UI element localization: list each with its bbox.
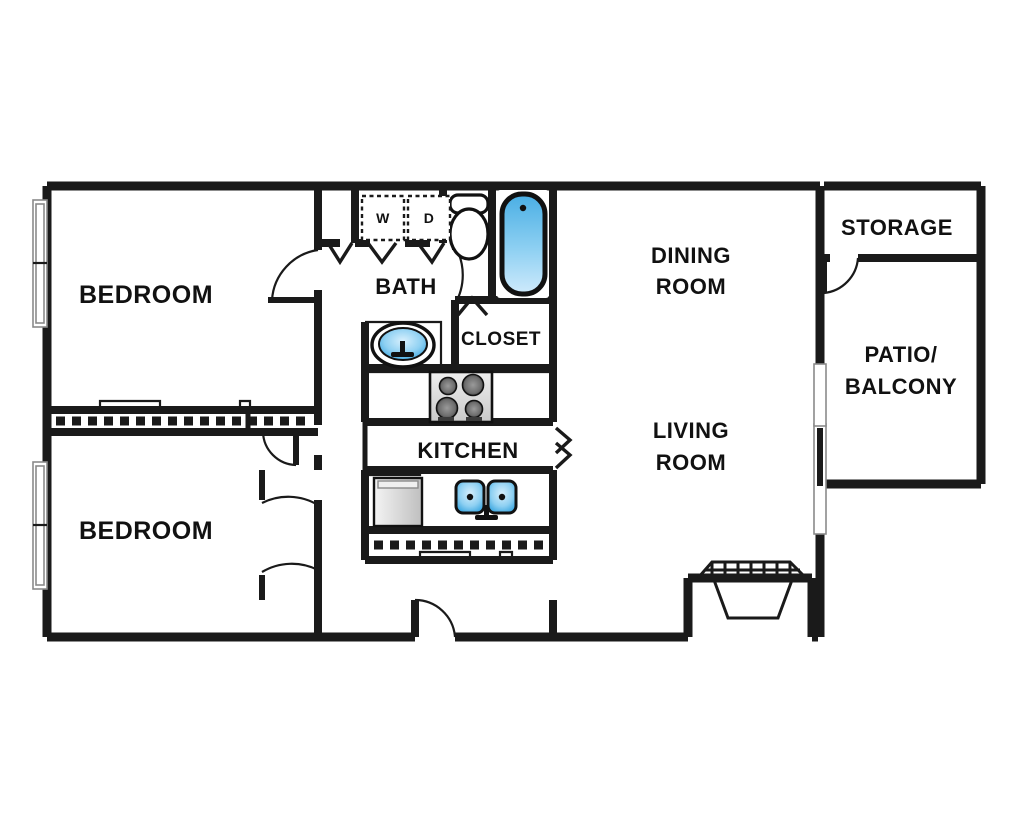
window-patio-slider <box>813 423 827 535</box>
dryer-icon <box>406 194 452 242</box>
room-labels: BEDROOM BEDROOM BATH CLOSET KITCHEN DINI… <box>79 210 957 545</box>
kitchen-fixtures <box>372 370 518 528</box>
interior-walls <box>47 186 981 637</box>
label-bedroom-top: BEDROOM <box>79 281 213 309</box>
door-bedroom-bottom-c <box>259 562 319 600</box>
label-patio-line2: BALCONY <box>845 374 957 399</box>
label-washer: W <box>376 210 390 226</box>
toilet-icon <box>448 193 490 261</box>
stove-icon <box>428 370 494 424</box>
dishwasher-icon <box>372 476 424 528</box>
label-patio-line1: PATIO/ <box>864 342 937 367</box>
windows <box>32 199 827 590</box>
door-storage <box>821 257 860 295</box>
sink-icon <box>370 321 436 369</box>
label-dining-line1: DINING <box>651 243 731 268</box>
kitchen-sink-icon <box>454 479 518 520</box>
kitchen-archway-marks <box>554 426 573 470</box>
window-bedroom-top <box>32 199 48 328</box>
stairs-icon <box>696 560 808 620</box>
door-hall <box>412 598 457 638</box>
door-bedroom-top <box>268 248 319 303</box>
label-living-line1: LIVING <box>653 418 729 443</box>
label-bedroom-bottom: BEDROOM <box>79 517 213 545</box>
label-dryer: D <box>424 210 435 226</box>
door-bedroom-bottom-b <box>259 470 319 506</box>
bath-fixtures <box>360 190 549 369</box>
label-dining-line2: ROOM <box>656 274 726 299</box>
bifold-laundry-doors <box>326 241 446 266</box>
tub-icon <box>497 190 549 298</box>
washer-icon <box>360 194 406 242</box>
label-kitchen: KITCHEN <box>417 438 518 463</box>
window-dining <box>813 363 827 427</box>
label-bath: BATH <box>375 274 436 299</box>
bifold-closet-door <box>456 295 489 317</box>
window-bedroom-bottom <box>32 461 48 590</box>
door-bedroom-bottom-a <box>261 431 299 467</box>
label-storage: STORAGE <box>841 215 953 240</box>
label-living-line2: ROOM <box>656 450 726 475</box>
label-closet: CLOSET <box>461 329 541 350</box>
